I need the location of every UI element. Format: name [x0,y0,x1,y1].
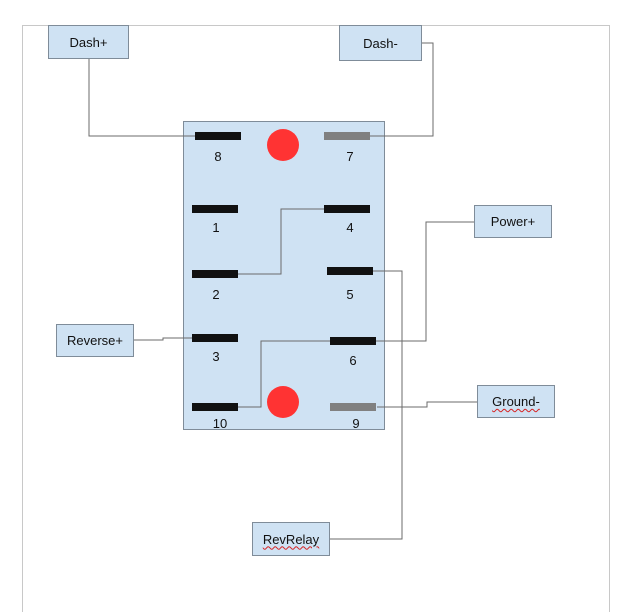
power-plus-label: Power+ [474,205,552,238]
ground-minus-label: Ground- [477,385,555,418]
pin-5-number: 5 [346,287,354,302]
reverse-plus-label: Reverse+ [56,324,134,357]
top-led-indicator [267,129,299,161]
pin-7-contact [324,132,370,140]
rev-relay-text: RevRelay [262,531,320,547]
pin-1-number: 1 [212,220,220,235]
pin-8-number: 8 [214,149,222,164]
ground-minus-text: Ground- [492,394,540,409]
pin-9-number: 9 [352,416,360,431]
pin-8-contact [195,132,241,140]
pin-10-number: 10 [212,416,228,431]
bottom-led-indicator [267,386,299,418]
dash-plus-label: Dash+ [48,25,129,59]
pin-6-number: 6 [349,353,357,368]
pin-10-contact [192,403,238,411]
pin-7-number: 7 [346,149,354,164]
pin-4-number: 4 [346,220,354,235]
pin-2-number: 2 [212,287,220,302]
pin-2-contact [192,270,238,278]
pin-9-contact [330,403,376,411]
rev-relay-label: RevRelay [252,522,330,556]
pin-3-contact [192,334,238,342]
dash-minus-label: Dash- [339,25,422,61]
pin-1-contact [192,205,238,213]
pin-3-number: 3 [212,349,220,364]
pin-4-contact [324,205,370,213]
pin-5-contact [327,267,373,275]
pin-6-contact [330,337,376,345]
